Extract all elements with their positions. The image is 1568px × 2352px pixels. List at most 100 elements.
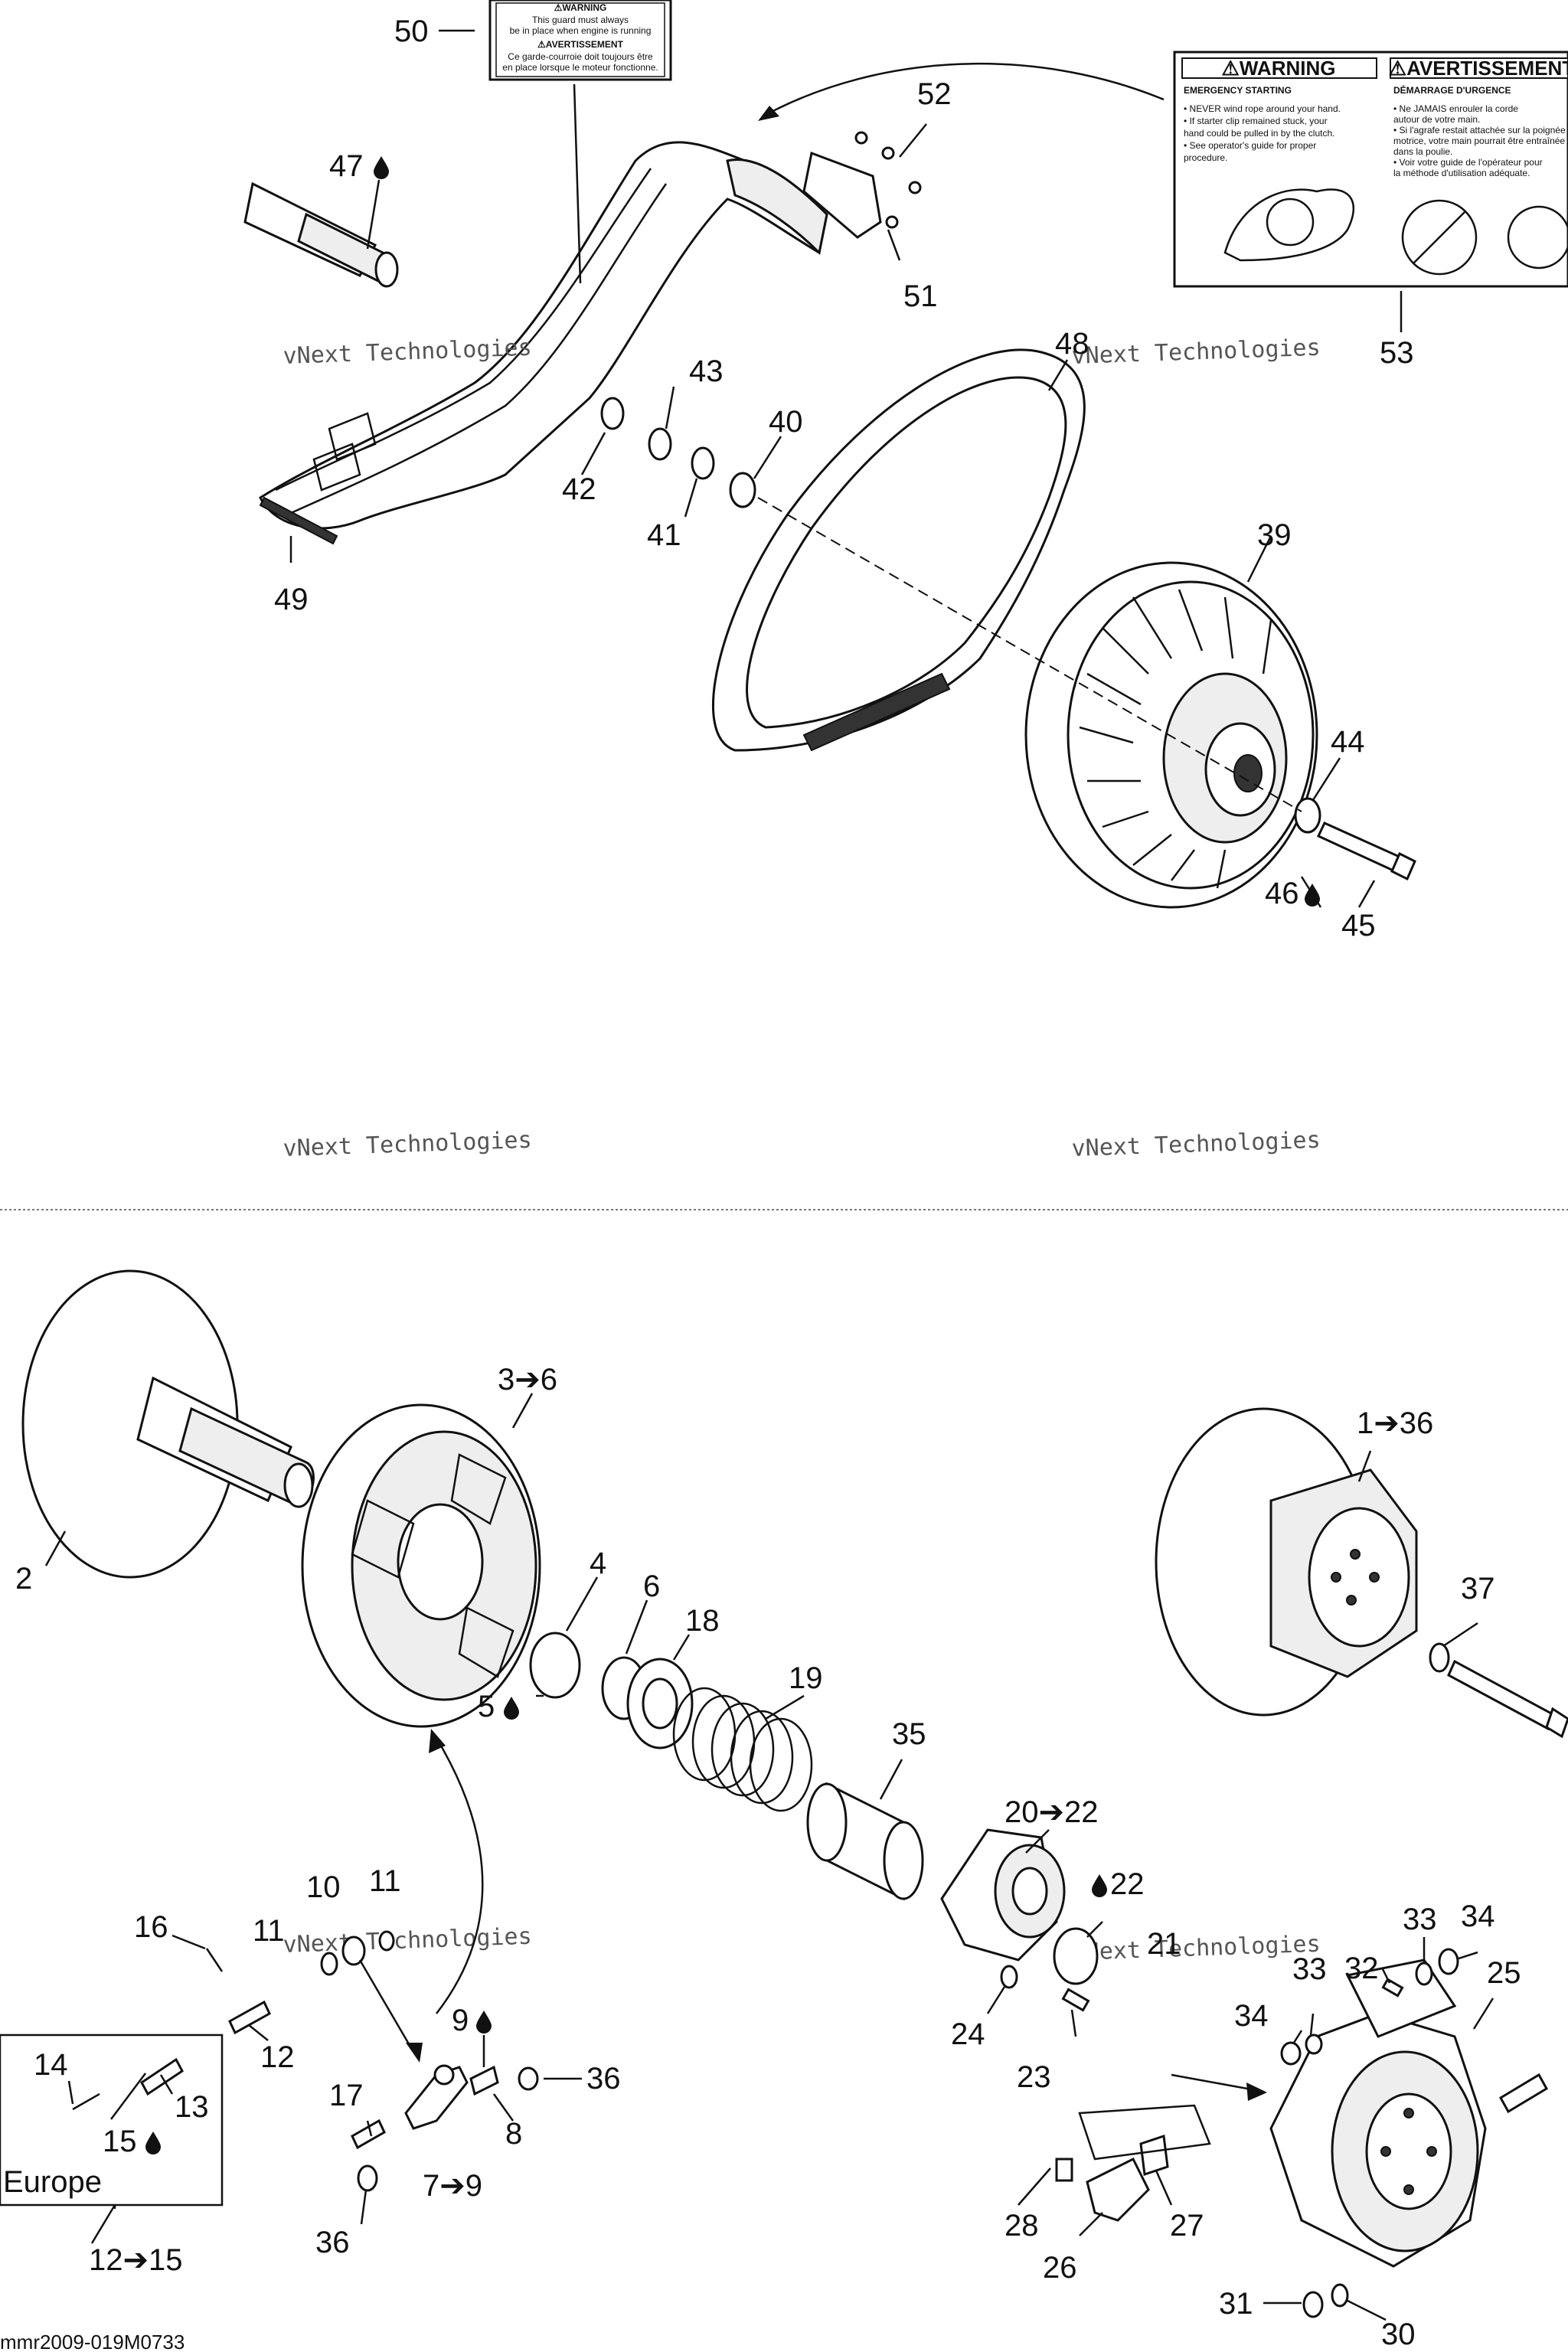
callout-32: 32	[1344, 1952, 1379, 1985]
washer-44	[1294, 797, 1321, 834]
svg-text:be in place when engine is run: be in place when engine is running	[510, 25, 652, 36]
assembled-drive-pulley	[1155, 1407, 1418, 1717]
svg-text:vNext Technologies: vNext Technologies	[283, 1923, 532, 1958]
bolt-36	[1447, 1659, 1568, 1739]
svg-text:autour de votre main.: autour de votre main.	[1393, 114, 1480, 125]
callout-18: 18	[685, 1604, 720, 1638]
callout-40: 40	[769, 405, 803, 439]
callout-34-a: 34	[1461, 1900, 1495, 1933]
figure-id: mmr2009-019M0733	[0, 2331, 185, 2352]
washer-43	[648, 427, 672, 461]
callout-48: 48	[1055, 327, 1089, 361]
bracket	[802, 131, 922, 239]
callout-31: 31	[1219, 2287, 1253, 2321]
svg-text:motrice, votre main pourrait ê: motrice, votre main pourrait être entraî…	[1393, 136, 1565, 146]
centrifugal-lever	[404, 2064, 469, 2130]
svg-text:la méthode d'utilisation adéqu: la méthode d'utilisation adéquate.	[1393, 168, 1530, 178]
callout-53: 53	[1380, 336, 1414, 370]
svg-text:vNext Technologies: vNext Technologies	[1071, 1931, 1321, 1966]
svg-text:vNext Technologies: vNext Technologies	[1071, 1127, 1321, 1162]
spring-32	[1381, 1978, 1404, 1998]
belt-guard	[259, 141, 828, 545]
svg-text:hand could be pulled in by the: hand could be pulled in by the clutch.	[1184, 128, 1334, 139]
bolt-45	[1316, 822, 1416, 881]
callout-30: 30	[1381, 2318, 1416, 2351]
region-label: Europe	[3, 2165, 102, 2199]
svg-text:vNext Technologies: vNext Technologies	[283, 1127, 532, 1162]
bushing-21	[1053, 1927, 1099, 1985]
callout-21: 21	[1147, 1927, 1181, 1961]
callout-12: 12	[260, 2040, 295, 2074]
callout-labels: 50 52 47 51 53 48 43 40 42 41 49 39 44 4…	[15, 15, 1521, 2351]
callout-3-6: 3➔6	[498, 1363, 557, 1396]
callout-13: 13	[175, 2090, 209, 2124]
sleeve	[806, 1782, 924, 1901]
callout-39: 39	[1257, 518, 1292, 552]
pin-23	[1061, 1988, 1090, 2012]
spring	[672, 1687, 813, 1812]
callout-51: 51	[903, 279, 938, 313]
svg-text:• If starter clip remained stu: • If starter clip remained stuck, your	[1184, 116, 1328, 126]
nut-31	[1302, 2291, 1324, 2318]
bushing-4	[529, 1632, 581, 1699]
svg-text:• Ne JAMAIS enrouler la corde: • Ne JAMAIS enrouler la corde	[1393, 103, 1518, 114]
svg-text:⚠WARNING: ⚠WARNING	[1222, 57, 1336, 80]
callout-10: 10	[306, 1870, 341, 1904]
driven-pulley	[1024, 561, 1318, 909]
lever-26	[1086, 2157, 1150, 2222]
callout-22: 22	[1110, 1867, 1145, 1901]
callout-5: 5	[478, 1690, 495, 1723]
nut-36b	[357, 2164, 378, 2192]
callout-36-b: 36	[315, 2226, 350, 2259]
svg-text:• Voir votre guide de l'opérat: • Voir votre guide de l'opérateur pour	[1393, 157, 1543, 168]
callout-52: 52	[917, 77, 952, 111]
lubricant-drop-icon	[1092, 1874, 1107, 1897]
washer-42	[600, 397, 625, 430]
drive-belt	[712, 348, 1086, 752]
callout-50: 50	[394, 15, 429, 48]
bolt-right	[1498, 2073, 1549, 2114]
callout-12-15: 12➔15	[89, 2243, 183, 2277]
callout-14: 14	[34, 2048, 68, 2082]
callout-46: 46	[1265, 877, 1299, 910]
ring-40	[729, 472, 756, 508]
callout-19: 19	[789, 1661, 823, 1695]
shaft	[243, 181, 399, 288]
washer-30	[1331, 2283, 1349, 2308]
svg-text:Ce garde-courroie doit toujour: Ce garde-courroie doit toujours être	[508, 51, 653, 62]
washer-11b	[378, 1930, 395, 1952]
svg-text:en place lorsque le moteur fon: en place lorsque le moteur fonctionne.	[502, 62, 658, 73]
nut-34a	[1438, 1948, 1459, 1975]
callout-45: 45	[1341, 909, 1376, 942]
callout-6: 6	[643, 1570, 660, 1603]
callout-17: 17	[329, 2079, 364, 2112]
callout-25: 25	[1487, 1956, 1521, 1990]
washer-33a	[1415, 1962, 1433, 1986]
washer-18-inner	[642, 1677, 678, 1730]
callout-41: 41	[647, 518, 681, 552]
svg-text:⚠AVERTISSEMENT: ⚠AVERTISSEMENT	[537, 39, 624, 50]
lubricant-drop-icon	[476, 2011, 492, 2034]
callout-43: 43	[689, 354, 724, 388]
washer-24	[1000, 1965, 1018, 1989]
svg-text:EMERGENCY STARTING: EMERGENCY STARTING	[1184, 85, 1292, 96]
svg-text:DÉMARRAGE D'URGENCE: DÉMARRAGE D'URGENCE	[1393, 84, 1511, 96]
svg-text:• Si l'agrafe restait attachée: • Si l'agrafe restait attachée sur la po…	[1393, 125, 1566, 136]
bushing-8	[469, 2065, 499, 2096]
callout-16: 16	[134, 1910, 168, 1944]
screw-28	[1055, 2158, 1073, 2182]
warning-decal: ⚠WARNING ⚠AVERTISSEMENT EMERGENCY STARTI…	[1173, 51, 1568, 288]
svg-text:• See operator's guide for pro: • See operator's guide for proper	[1184, 140, 1316, 151]
washer-11	[320, 1952, 338, 1976]
svg-text:This guard must always: This guard must always	[532, 15, 629, 25]
callout-7-9: 7➔9	[423, 2169, 482, 2203]
drive-pulley-fixed-half	[21, 1269, 315, 1579]
lubricant-drop-icon	[374, 156, 389, 179]
callout-49: 49	[274, 583, 309, 616]
lubricant-drop-icon	[504, 1697, 519, 1720]
svg-text:dans la poulie.: dans la poulie.	[1393, 146, 1452, 157]
lubricant-drop-icon	[145, 2132, 161, 2154]
callout-28: 28	[1004, 2209, 1039, 2243]
callout-9: 9	[452, 2004, 469, 2037]
